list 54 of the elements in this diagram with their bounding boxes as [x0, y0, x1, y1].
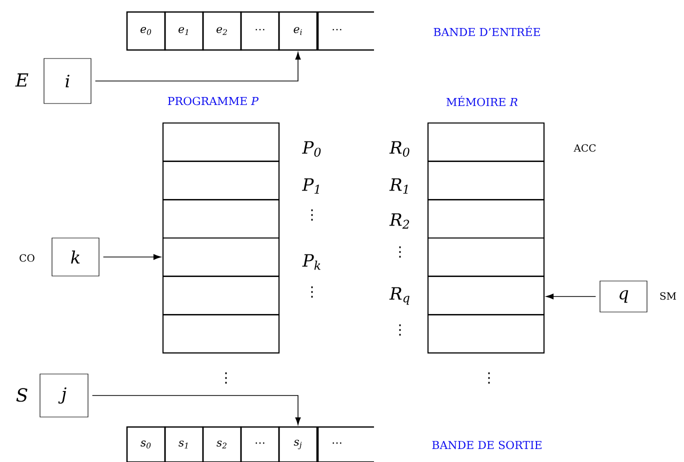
section-heading: MÉMOIRE R	[446, 96, 518, 106]
register-name: R$_{q}$	[389, 287, 410, 305]
register-box: q	[600, 280, 648, 312]
arrow	[546, 294, 596, 300]
program-cell	[162, 199, 280, 239]
arrow	[92, 395, 301, 425]
tape-cell: e$_{2}$	[202, 11, 242, 51]
register-name: R$_{0}$	[389, 141, 410, 157]
ellipsis-dots: ⋮	[225, 372, 227, 384]
section-heading: BANDE DE SORTIE	[432, 440, 542, 450]
register-name: R$_{2}$	[389, 213, 410, 229]
ellipsis-dots: ⋮	[311, 209, 313, 221]
program-cell	[162, 314, 280, 354]
tape-cell: s$_{1}$	[164, 426, 204, 462]
arrow	[102, 254, 162, 260]
program-cell	[162, 276, 280, 316]
register-box: j	[40, 374, 88, 418]
ellipsis-dots: ⋮	[399, 324, 401, 336]
tape-cell: ⋯	[240, 426, 280, 462]
program-cell	[162, 237, 280, 277]
register-name: P$_{0}$	[302, 141, 321, 157]
register-label: SM	[660, 292, 676, 300]
tape-cell: s$_{j}$	[278, 426, 318, 462]
register-label: E	[15, 73, 28, 87]
tape-cell: e$_{0}$	[126, 11, 166, 51]
memory-cell	[427, 160, 545, 200]
section-heading: BANDE D’ENTRÉE	[434, 26, 540, 36]
program-cell	[162, 160, 280, 200]
memory-cell	[427, 276, 545, 316]
tape-cell: ⋯	[317, 426, 374, 462]
memory-cell	[427, 314, 545, 354]
register-label: CO	[20, 254, 34, 262]
program-cell	[162, 122, 280, 162]
register-name: R$_{1}$	[389, 178, 408, 194]
tape-cell: e$_{1}$	[164, 11, 204, 51]
ellipsis-dots: ⋮	[311, 286, 313, 298]
arrow	[94, 52, 301, 82]
tape-cell: s$_{2}$	[202, 426, 242, 462]
ellipsis-dots: ⋮	[488, 372, 490, 384]
register-name: P$_{1}$	[302, 178, 319, 194]
tape-cell: s$_{0}$	[126, 426, 166, 462]
tape-cell: e$_{i}$	[278, 11, 318, 51]
memory-cell	[427, 237, 545, 277]
register-label: ACC	[574, 144, 596, 152]
register-box: i	[44, 58, 92, 104]
memory-cell	[427, 199, 545, 239]
register-name: P$_{k}$	[302, 254, 320, 270]
ellipsis-dots: ⋮	[399, 246, 401, 258]
register-label: S	[16, 388, 28, 402]
memory-cell	[427, 122, 545, 162]
section-heading: PROGRAMME P	[168, 96, 258, 106]
tape-cell: ⋯	[240, 11, 280, 51]
register-box: k	[52, 238, 100, 276]
tape-cell: ⋯	[317, 11, 374, 51]
